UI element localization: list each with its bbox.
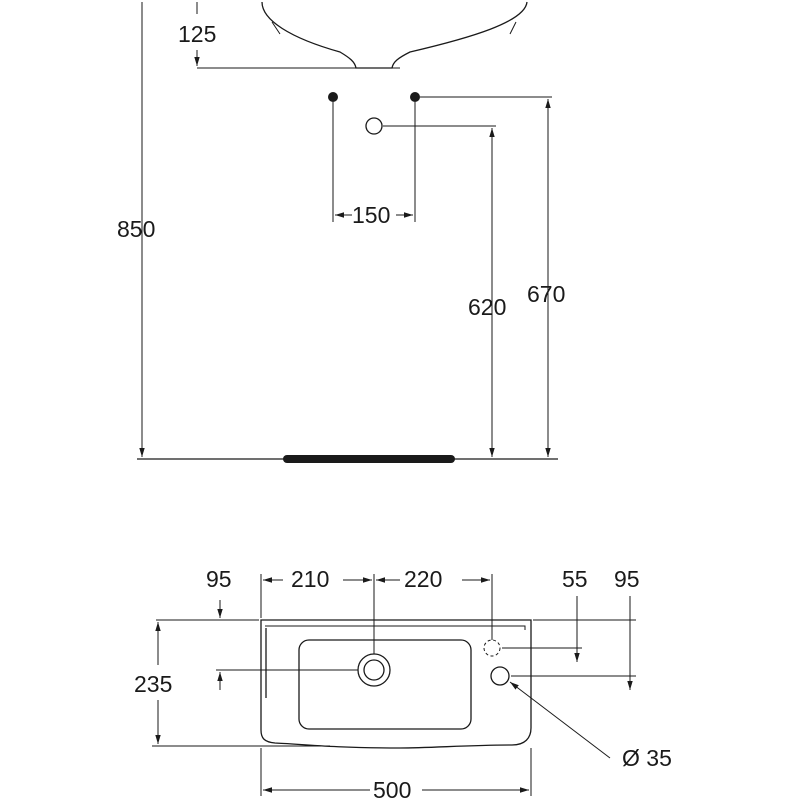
dim-150-label: 150: [352, 202, 390, 228]
drain-outer: [357, 653, 391, 687]
dim-125-label: 125: [178, 21, 216, 47]
basin-outline-top: [260, 619, 532, 749]
dim-235-label: 235: [134, 671, 172, 697]
dim-95-right-label: 95: [614, 566, 640, 592]
top-view: 95 210 220 55 95 235 500 Ø 35: [134, 566, 672, 800]
dim-220-label: 220: [404, 566, 442, 592]
tap-hole: [490, 666, 510, 686]
tap-hole-optional: [483, 639, 501, 657]
dim-210-label: 210: [291, 566, 329, 592]
basin-bowl-inner-side: [271, 21, 517, 35]
floor-waste-outlet: [283, 455, 455, 463]
dim-95-left-label: 95: [206, 566, 232, 592]
drain-inner: [363, 659, 385, 681]
dim-620-label: 620: [468, 294, 506, 320]
dim-diameter-label: Ø 35: [622, 745, 672, 771]
supply-point-left: [328, 92, 338, 102]
waste-outlet-circle: [365, 117, 383, 135]
supply-point-right: [410, 92, 420, 102]
dim-850-label: 850: [117, 216, 155, 242]
basin-inner-bowl: [298, 639, 472, 730]
side-view: 850 125 150 620 670: [117, 1, 565, 463]
basin-bowl-side: [261, 1, 528, 69]
basin-rim-inner: [265, 625, 526, 630]
dim-55-label: 55: [562, 566, 588, 592]
dim-500-label: 500: [373, 777, 411, 800]
diameter-leader: [509, 681, 611, 759]
dim-670-label: 670: [527, 281, 565, 307]
